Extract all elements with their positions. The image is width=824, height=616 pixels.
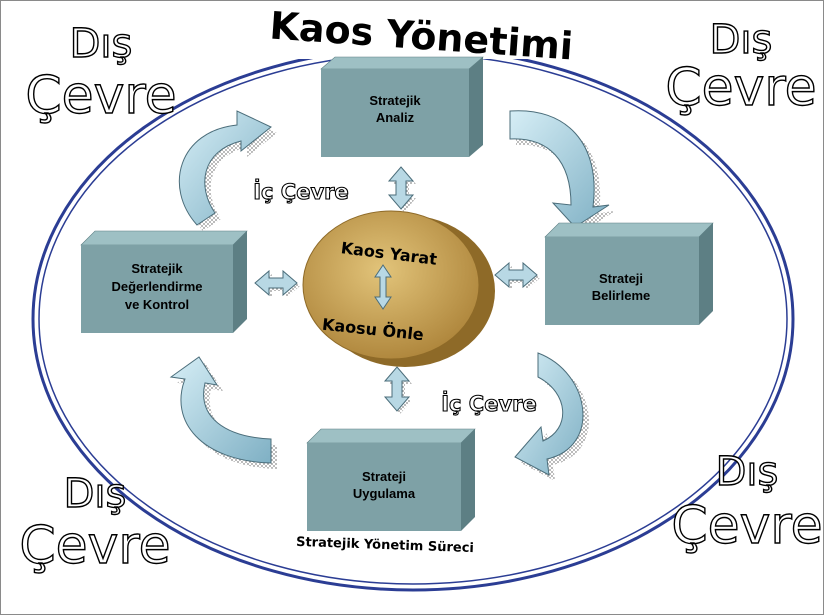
box-implementation-line1: Strateji [362,469,406,484]
outer-env-line2: Çevre [665,58,816,118]
outer-env-line1: Dış [70,21,133,67]
process-subtitle: Stratejik Yönetim Süreci [296,535,474,556]
cycle-arrow-top-left [179,110,277,231]
box-implementation-line2: Uygulama [353,486,416,501]
box-strategy-implementation: Strateji Uygulama [306,428,476,531]
box-evaluation-line1: Stratejik [131,261,183,276]
double-arrow-right [494,261,540,290]
subtitle-background [285,533,489,553]
double-arrow-bottom [383,366,412,414]
outer-env-line1: Dış [716,449,779,495]
core-disc: Kaos Yarat Kaosu Önle [302,210,495,367]
inner-env-label-top: İç Çevre [253,179,349,204]
outer-env-line2: Çevre [19,516,170,576]
double-arrow-left [254,269,300,298]
box-evaluation-line2: Değerlendirme [111,279,202,294]
outer-env-bottom-right: Dış Çevre [671,448,824,556]
core-double-arrow [374,264,392,310]
outer-env-line1: Dış [64,471,127,517]
box-analysis-line2: Analiz [376,110,415,125]
outer-env-top-right: Dış Çevre [665,16,818,118]
outer-env-line2: Çevre [671,496,822,556]
box-analysis-line1: Stratejik [369,93,421,108]
inner-env-label-bottom: İç Çevre [441,391,537,416]
box-determination-line1: Strateji [599,271,643,286]
outer-env-line1: Dış [710,17,773,63]
cycle-arrow-bottom-left [169,356,277,469]
title-background [251,13,591,59]
outer-env-top-left: Dış Çevre [25,20,178,126]
box-evaluation-line3: ve Kontrol [125,297,189,312]
box-strategic-analysis: Stratejik Analiz [320,56,484,157]
box-strategy-determination: Strateji Belirleme [544,222,714,325]
outer-env-bottom-left: Dış Çevre [19,470,172,576]
cycle-arrow-top-right [509,110,615,233]
cycle-arrow-bottom-right [514,352,589,481]
double-arrow-top [387,166,416,212]
box-determination-line2: Belirleme [592,288,651,303]
outer-env-line2: Çevre [25,66,176,126]
box-strategic-evaluation: Stratejik Değerlendirme ve Kontrol [80,230,248,333]
